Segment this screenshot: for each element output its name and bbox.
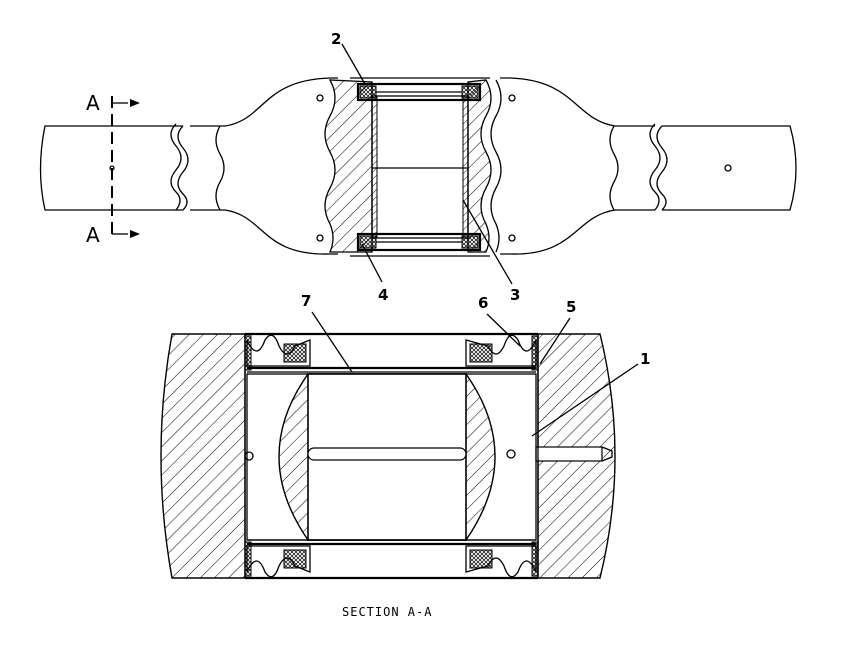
callout-4: 4 [378,286,388,304]
right-hatched-wall [467,79,492,253]
left-hatched-wall [324,79,373,253]
left-break-line [177,125,189,211]
seal-4 [356,232,482,252]
callouts: 2 3 4 7 6 5 1 [301,30,650,437]
section-caption: SECTION A-A [342,605,432,619]
right-tube [662,125,797,211]
section-cut-line: A A [86,91,140,247]
callout-6: 6 [478,294,488,312]
section-mark-top: A [86,91,100,115]
left-housing [160,333,246,579]
callout-7: 7 [301,292,311,310]
callout-3: 3 [510,286,520,304]
section-mark-bottom: A [86,223,100,247]
section-view [160,332,616,580]
callout-2: 2 [331,30,341,48]
right-body-outline [500,77,655,127]
top-view-link [39,77,797,257]
callout-1: 1 [640,350,650,368]
ring-5 [531,335,539,371]
seal-2 [356,82,482,102]
callout-5: 5 [566,298,576,316]
left-body-outline [190,77,338,127]
left-tube [39,125,183,211]
pin-3 [371,95,469,239]
